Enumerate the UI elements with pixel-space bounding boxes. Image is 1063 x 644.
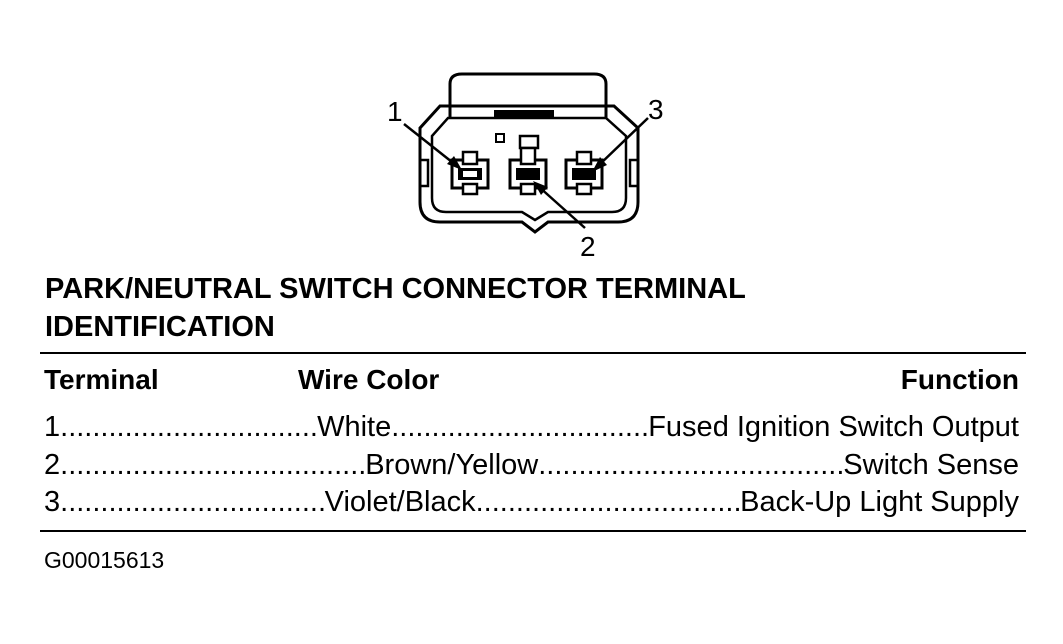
divider-bottom: [40, 530, 1026, 532]
connector-diagram: 1 2 3: [387, 72, 664, 262]
terminal-number: 2: [44, 449, 61, 481]
title-line-2: IDENTIFICATION: [45, 311, 275, 343]
dot-leader: [60, 446, 365, 484]
column-header-wire-color: Wire Color: [298, 364, 440, 395]
connector-body: [418, 72, 640, 234]
terminal-number: 1: [44, 411, 61, 443]
column-header-terminal: Terminal: [44, 364, 159, 395]
dot-leader: [60, 483, 324, 521]
dot-leader: [476, 483, 740, 521]
dot-leader: [538, 446, 843, 484]
leader-line-3: [592, 117, 649, 172]
callout-3: 3: [648, 94, 664, 125]
function: Switch Sense: [843, 449, 1019, 481]
callout-1: 1: [387, 96, 403, 127]
terminal-cavity-1: [450, 150, 490, 196]
table-row: 3 Violet/Black Back-Up Light Supply: [44, 483, 1019, 521]
wire-color: White: [317, 411, 392, 443]
callout-2: 2: [580, 231, 596, 262]
leader-line-2: [533, 181, 586, 229]
wire-color: Violet/Black: [324, 486, 476, 518]
terminal-number: 3: [44, 486, 61, 518]
table-row: 2 Brown/Yellow Switch Sense: [44, 446, 1019, 484]
function: Back-Up Light Supply: [740, 486, 1019, 518]
figure-id: G00015613: [44, 547, 165, 573]
page-title: PARK/NEUTRAL SWITCH CONNECTOR TERMINAL I…: [45, 270, 945, 346]
divider-top: [40, 352, 1026, 354]
terminal-cavity-2: [508, 146, 548, 196]
column-header-function: Function: [900, 364, 1019, 395]
dot-leader: [391, 408, 648, 446]
table-row: 1 White Fused Ignition Switch Output: [44, 408, 1019, 446]
dot-leader: [60, 408, 317, 446]
terminal-cavity-3: [564, 150, 604, 196]
wire-color: Brown/Yellow: [365, 449, 539, 481]
function: Fused Ignition Switch Output: [648, 411, 1019, 443]
leader-line-1: [403, 123, 462, 170]
title-line-1: PARK/NEUTRAL SWITCH CONNECTOR TERMINAL: [45, 273, 746, 305]
